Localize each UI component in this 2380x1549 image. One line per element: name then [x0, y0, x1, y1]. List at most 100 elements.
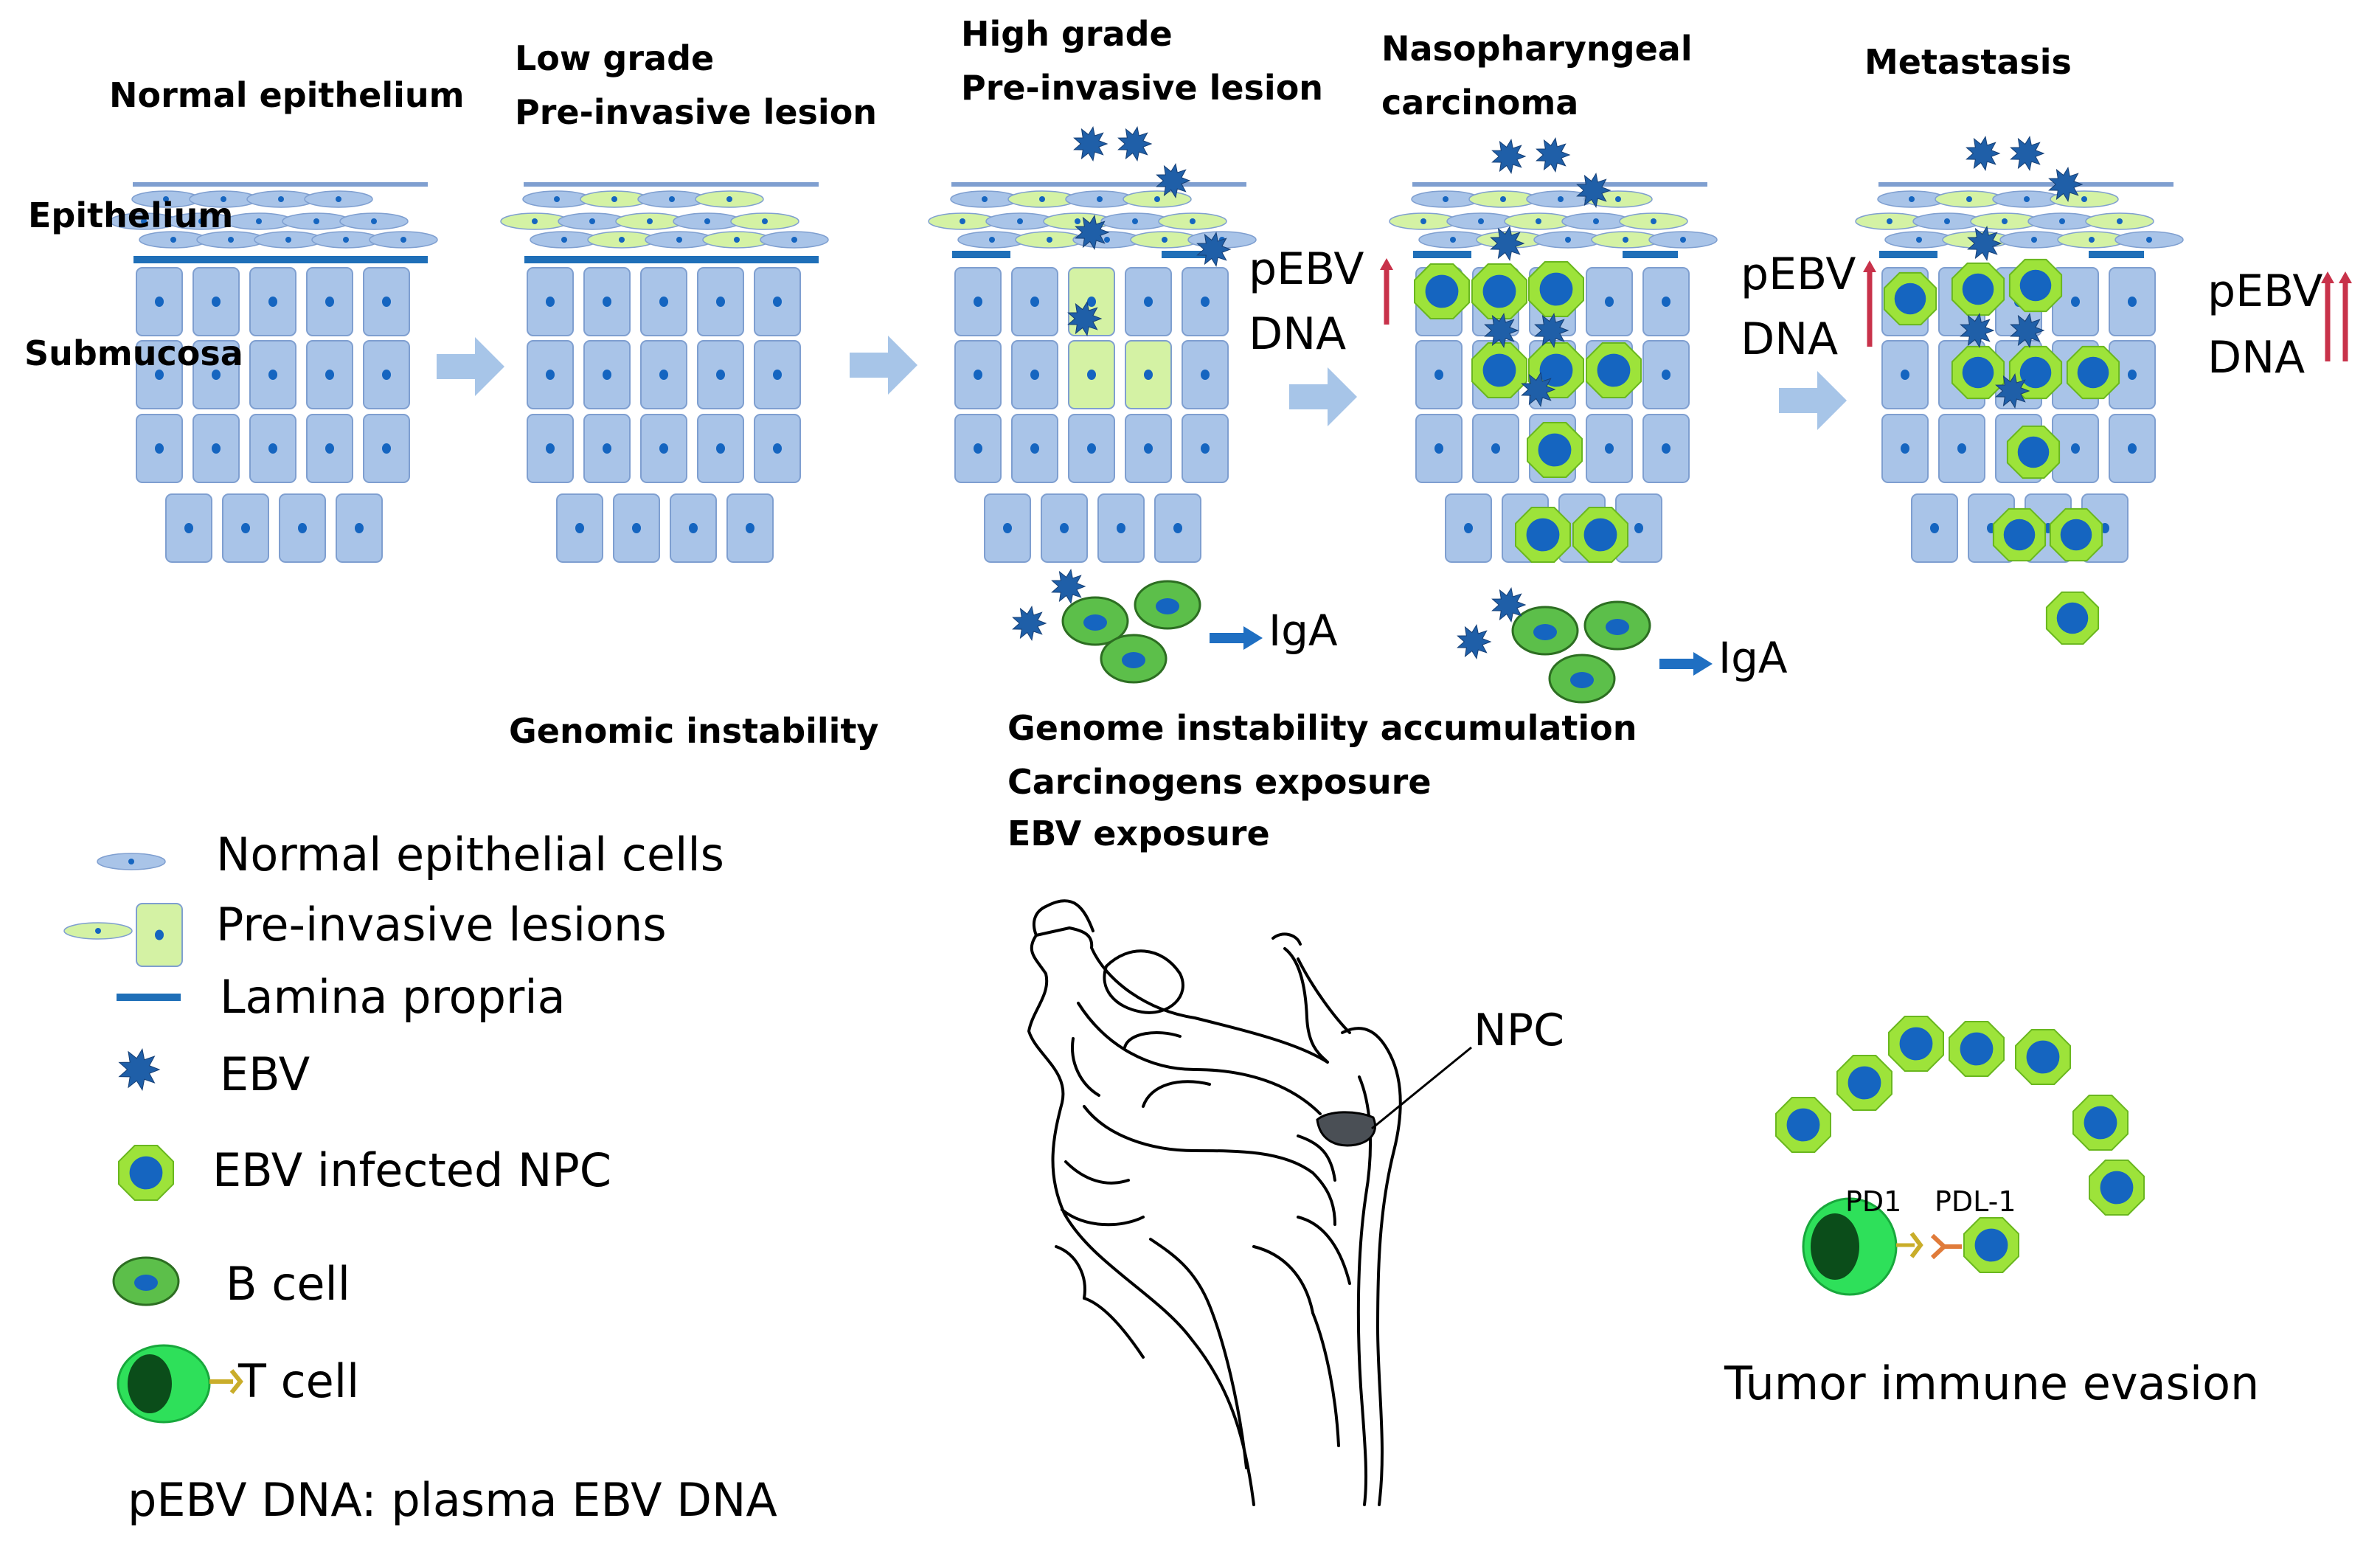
iga-label-2: IgA	[1718, 633, 1788, 683]
pdl1-ligand	[1930, 1233, 1962, 1260]
cell-nucleus	[2128, 443, 2137, 454]
cell-nucleus	[325, 297, 334, 307]
ebv-virion	[1490, 225, 1525, 262]
ebv-virion	[1117, 125, 1153, 162]
ebv-virion	[1995, 372, 2030, 409]
ebv-virion	[2010, 312, 2045, 349]
cell-nucleus	[1536, 218, 1541, 224]
cell-nucleus	[1478, 218, 1484, 224]
npc-nucleus	[1538, 433, 1572, 467]
flow-arrows	[437, 258, 2352, 676]
cell-nucleus	[1662, 370, 1670, 380]
npc-nucleus	[2056, 602, 2089, 634]
cell-nucleus	[382, 297, 391, 307]
cell-nucleus	[1201, 297, 1210, 307]
immune-evasion-diagram	[1775, 1016, 2145, 1296]
cell-nucleus	[313, 218, 319, 224]
cell-nucleus	[268, 443, 277, 454]
cell-nucleus	[974, 370, 982, 380]
stage-block-1	[500, 182, 829, 563]
cell-nucleus	[1087, 443, 1096, 454]
cell-nucleus	[773, 370, 782, 380]
cell-nucleus	[960, 218, 965, 224]
dna-label-1: DNA	[1249, 308, 1346, 360]
stage-flow-arrow	[850, 336, 917, 395]
cell-nucleus	[546, 370, 555, 380]
cell-nucleus	[221, 196, 226, 202]
cell-nucleus	[659, 443, 668, 454]
cell-nucleus	[575, 523, 584, 533]
cell-nucleus	[212, 443, 221, 454]
cell-nucleus	[1634, 523, 1643, 533]
cell-nucleus	[2128, 297, 2137, 307]
cell-nucleus	[1916, 237, 1922, 243]
npc-nucleus	[2003, 519, 2036, 551]
pebv-label-3: pEBV	[2207, 266, 2322, 317]
pd1-receptor	[1909, 1232, 1923, 1258]
cell-nucleus	[256, 218, 262, 224]
npc-nucleus	[1526, 518, 1560, 552]
ebv-virion	[1196, 231, 1232, 268]
stage-title-high-grade: High grade	[961, 14, 1173, 54]
cell-nucleus	[676, 237, 682, 243]
npc-nucleus	[1482, 274, 1516, 308]
cell-nucleus	[704, 218, 710, 224]
cell-nucleus	[982, 196, 988, 202]
cell-nucleus	[2071, 443, 2080, 454]
npc-pointer-line	[1371, 1046, 1472, 1130]
cell-nucleus	[974, 443, 982, 454]
cell-nucleus	[355, 523, 364, 533]
cell-nucleus	[619, 237, 625, 243]
ebv-virion	[1075, 214, 1110, 251]
cell-nucleus	[1173, 523, 1182, 533]
cell-nucleus	[336, 196, 341, 202]
npc-tumor-mass	[1316, 1111, 1376, 1147]
cell-nucleus	[689, 523, 698, 533]
cell-nucleus	[2089, 237, 2095, 243]
cell-nucleus	[546, 297, 555, 307]
cell-nucleus	[589, 218, 595, 224]
legend: Normal epithelial cells Pre-invasive les…	[63, 828, 724, 1424]
ebv-virion	[1484, 312, 1519, 349]
cell-nucleus	[128, 859, 134, 864]
cell-nucleus	[716, 443, 725, 454]
ebv-virion	[118, 1048, 161, 1091]
pebv-arrow-head	[2321, 271, 2334, 283]
cell-nucleus	[1104, 237, 1110, 243]
legend-label-bcell: B cell	[226, 1257, 350, 1311]
npc-nucleus	[2017, 436, 2050, 468]
cell-nucleus	[1075, 218, 1080, 224]
cell-nucleus	[1966, 196, 1972, 202]
b-cell-nucleus	[1606, 619, 1629, 635]
cell-nucleus	[1901, 443, 1909, 454]
cell-nucleus	[1030, 443, 1039, 454]
legend-label-lamina: Lamina propria	[220, 970, 566, 1024]
cell-nucleus	[1201, 443, 1210, 454]
legend-tcr-head	[229, 1369, 243, 1394]
cell-nucleus	[325, 443, 334, 454]
cell-nucleus	[1957, 443, 1966, 454]
pebv-label-2: pEBV	[1741, 249, 1856, 300]
ebv-virion	[2010, 135, 2045, 172]
cell-nucleus	[603, 443, 611, 454]
cell-nucleus	[1605, 443, 1614, 454]
accumulation-note: Genome instability accumulation	[1007, 708, 1637, 748]
cell-nucleus	[198, 218, 204, 224]
ebv-virion	[1491, 586, 1527, 623]
npc-nucleus	[2019, 356, 2052, 389]
npc-nucleus	[2019, 269, 2052, 302]
cell-nucleus	[155, 929, 164, 940]
npc-nucleus	[1962, 273, 1994, 305]
b-cell-nucleus	[1083, 614, 1107, 631]
cell-nucleus	[212, 297, 221, 307]
stage-subtitle-high-grade: Pre-invasive lesion	[961, 68, 1323, 108]
cell-nucleus	[212, 370, 221, 380]
stage-block-0	[109, 182, 438, 563]
ebv-virion	[1457, 623, 1492, 660]
npc-nucleus	[1583, 518, 1617, 552]
iga-arrow	[1210, 626, 1263, 650]
cell-nucleus	[773, 443, 782, 454]
cell-nucleus	[163, 196, 169, 202]
cell-nucleus	[989, 237, 995, 243]
npc-nucleus	[1597, 353, 1631, 387]
